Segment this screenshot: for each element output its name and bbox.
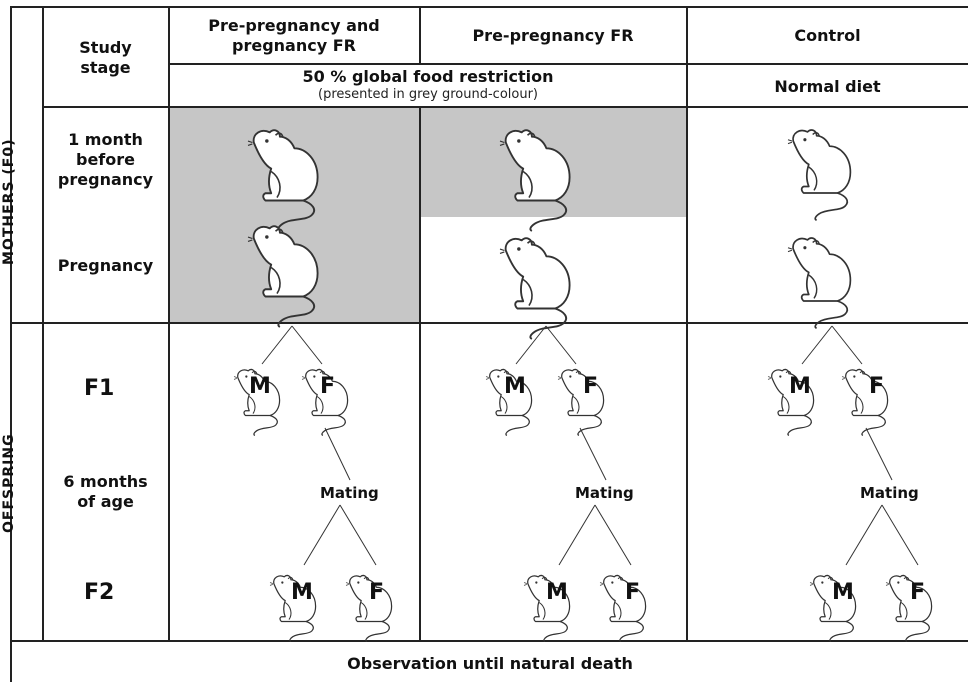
sex-label-female-f2-group3: F: [910, 580, 925, 605]
sex-label-female-f1-group1: F: [320, 374, 335, 399]
rat-icon: [788, 238, 850, 328]
sex-label-male-f1-group2: M: [504, 374, 526, 399]
sex-label-male-f1-group3: M: [789, 374, 811, 399]
sex-label-female-f1-group3: F: [869, 374, 884, 399]
rat-icon: [248, 226, 318, 327]
rat-icon: [500, 130, 570, 231]
f1-connectors: [262, 326, 918, 565]
sex-label-female-f2-group1: F: [369, 580, 384, 605]
sex-label-male-f2-group1: M: [291, 580, 313, 605]
rat-icon: [788, 130, 850, 220]
sex-label-female-f1-group2: F: [583, 374, 598, 399]
sex-label-male-f2-group3: M: [832, 580, 854, 605]
rat-icon: [248, 130, 318, 231]
sex-label-male-f1-group1: M: [249, 374, 271, 399]
sex-label-female-f2-group2: F: [625, 580, 640, 605]
rat-icon: [500, 238, 570, 339]
sex-label-male-f2-group2: M: [546, 580, 568, 605]
